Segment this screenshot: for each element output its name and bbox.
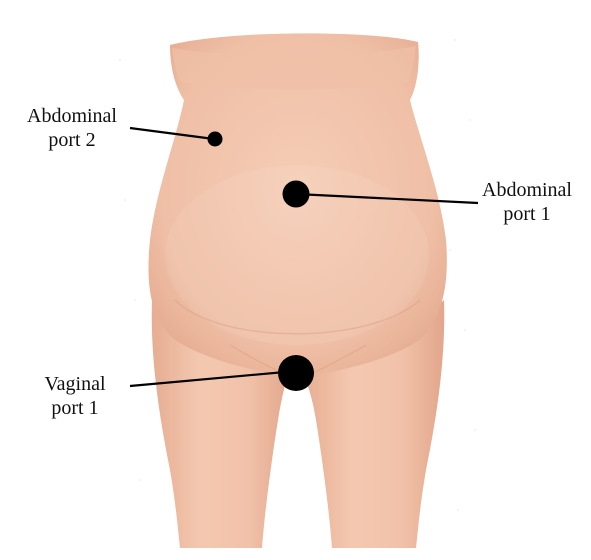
label-abdominal-port-2-line1: Abdominal bbox=[8, 104, 136, 128]
marker-vaginal-port-1 bbox=[278, 355, 314, 391]
label-abdominal-port-1-line1: Abdominal bbox=[468, 178, 586, 202]
label-abdominal-port-2-line2: port 2 bbox=[8, 128, 136, 152]
label-abdominal-port-1-line2: port 1 bbox=[468, 202, 586, 226]
label-abdominal-port-2: Abdominal port 2 bbox=[8, 104, 136, 152]
label-vaginal-port-1-line2: port 1 bbox=[20, 396, 130, 420]
label-vaginal-port-1: Vaginal port 1 bbox=[20, 372, 130, 420]
label-abdominal-port-1: Abdominal port 1 bbox=[468, 178, 586, 226]
label-vaginal-port-1-line1: Vaginal bbox=[20, 372, 130, 396]
marker-abdominal-port-2 bbox=[208, 132, 223, 147]
marker-abdominal-port-1 bbox=[283, 181, 310, 208]
